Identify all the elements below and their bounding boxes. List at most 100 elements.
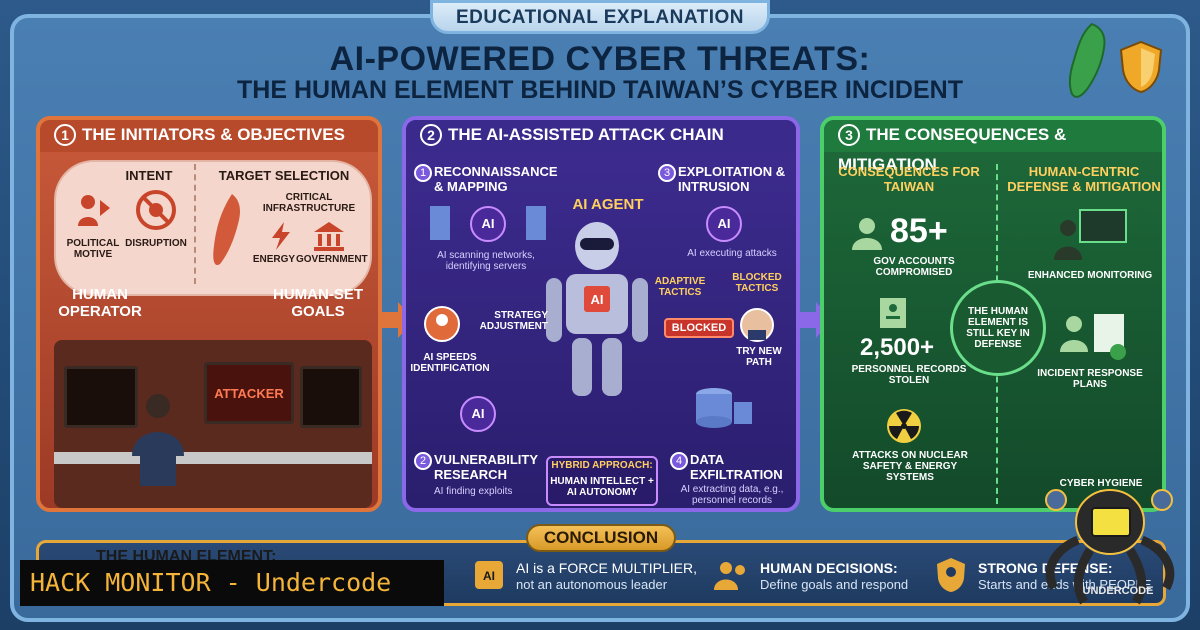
octopus-logo-icon: UNDERCODE	[1045, 489, 1175, 605]
disruption-label: DISRUPTION	[125, 238, 187, 249]
blocked-badge: BLOCKED	[664, 318, 734, 338]
gov-label: GOV ACCOUNTS COMPROMISED	[873, 256, 955, 278]
records-label: PERSONNEL RECORDS STOLEN	[851, 364, 967, 386]
records-icon	[880, 298, 906, 328]
operator-figure-icon	[132, 394, 184, 486]
enhanced-monitoring-label: ENHANCED MONITORING	[1027, 270, 1153, 281]
panel-attack-chain: 2 THE AI-ASSISTED ATTACK CHAIN 1 RECONNAI…	[402, 116, 800, 512]
panel2-header: 2 THE AI-ASSISTED ATTACK CHAIN	[406, 120, 796, 152]
hybrid-title: HYBRID APPROACH:	[551, 460, 653, 471]
conclusion-item1-desc: not an autonomous leader	[516, 577, 668, 592]
response-plan-icon	[1060, 314, 1126, 360]
hybrid-box	[546, 456, 658, 506]
educational-tag: EDUCATIONAL EXPLANATION	[430, 0, 770, 34]
strategy-adjustment-label: STRATEGY ADJUSTMENT	[479, 310, 548, 332]
thought-cloud	[54, 160, 372, 296]
panel1-number: 1	[54, 124, 76, 146]
ai-node-recon: AI	[470, 206, 506, 242]
panel2-number: 2	[420, 124, 442, 146]
officer-icon	[852, 218, 882, 250]
human-set-goals-label: HUMAN-SET GOALS	[273, 286, 363, 320]
conclusion-item3-desc: Starts and ends with PEOPLE	[978, 577, 1152, 592]
defense-title: HUMAN-CENTRIC DEFENSE & MITIGATION	[1007, 164, 1161, 194]
taiwan-target-icon	[213, 194, 240, 266]
ai-chip-icon: AI	[475, 561, 503, 589]
subtitle: THE HUMAN ELEMENT BEHIND TAIWAN’S CYBER …	[237, 76, 963, 104]
center-circle	[950, 280, 1046, 376]
step4-title: DATA EXFILTRATION	[690, 452, 783, 482]
adaptive-tactics-label: ADAPTIVE TACTICS	[654, 276, 706, 298]
desk	[54, 452, 372, 464]
panel-initiators: 1 THE INITIATORS & OBJECTIVES INTENT POLI…	[36, 116, 382, 512]
incident-response-label: INCIDENT RESPONSE PLANS	[1037, 368, 1143, 390]
panel1-header: 1 THE INITIATORS & OBJECTIVES	[40, 120, 378, 152]
try-new-path-label: TRY NEW PATH	[736, 346, 782, 368]
step3-title: EXPLOITATION & INTRUSION	[678, 164, 786, 194]
robot-icon: AI	[546, 222, 648, 396]
step2-title: VULNERABILITY RESEARCH	[434, 452, 538, 482]
panel3-number: 3	[838, 124, 860, 146]
conclusion-item1-title: AI is a FORCE MULTIPLIER,	[516, 560, 697, 576]
step4-desc: AI extracting data, e.g., personnel reco…	[680, 484, 784, 506]
energy-icon	[272, 222, 290, 250]
step1-title: RECONNAISSANCE & MAPPING	[434, 164, 558, 194]
intent-label: INTENT	[125, 168, 173, 183]
database-icon	[696, 388, 752, 428]
svg-text:AI: AI	[483, 569, 495, 583]
taiwan-map-icon	[1068, 22, 1106, 98]
panel1-title: THE INITIATORS & OBJECTIVES	[82, 125, 345, 144]
conclusion-item2-desc: Define goals and respond	[760, 577, 909, 592]
monitor-left	[64, 366, 138, 428]
panel2-title: THE AI-ASSISTED ATTACK CHAIN	[448, 125, 724, 144]
shield-icon	[1119, 40, 1163, 94]
government-icon	[314, 222, 344, 251]
records-count: 2,500+	[860, 334, 935, 361]
step3-desc: AI executing attacks	[687, 248, 777, 259]
attacks-label: ATTACKS ON NUCLEAR SAFETY & ENERGY SYSTE…	[852, 450, 968, 483]
main-title: AI-POWERED CYBER THREATS:	[329, 40, 871, 78]
consequences-title: CONSEQUENCES FOR TAIWAN	[838, 164, 980, 194]
attacker-screen-label: ATTACKER	[214, 386, 284, 401]
critical-infrastructure-label: CRITICAL INFRASTRUCTURE	[262, 192, 356, 214]
panel3-title: THE CONSEQUENCES & MITIGATION	[838, 125, 1067, 174]
center-text: THE HUMAN ELEMENT IS STILL KEY IN DEFENS…	[966, 306, 1030, 350]
conclusion-tag: CONCLUSION	[526, 524, 676, 552]
monitor-attacker	[204, 362, 294, 424]
government-label: GOVERNMENT	[296, 254, 368, 265]
monitor-right	[300, 366, 362, 428]
gov-count: 85+	[890, 212, 948, 250]
political-motive-label: POLITICAL MOTIVE	[66, 238, 120, 260]
human-operator-label: HUMAN OPERATOR	[58, 286, 142, 320]
hack-monitor-watermark: HACK MONITOR - Undercode	[20, 560, 444, 606]
analyst-avatar-icon	[424, 306, 460, 342]
step1-number: 1	[414, 164, 432, 182]
energy-label: ENERGY	[252, 254, 296, 265]
defense-shield-icon	[937, 558, 965, 592]
hybrid-desc: HUMAN INTELLECT + AI AUTONOMY	[550, 476, 654, 498]
conclusion-item2-title: HUMAN DECISIONS:	[760, 560, 898, 576]
step2-number: 2	[414, 452, 432, 470]
octopus-logo-text: UNDERCODE	[1083, 585, 1154, 597]
political-motive-icon	[78, 195, 110, 226]
step1-desc: AI scanning networks, identifying server…	[437, 250, 535, 272]
monitoring-icon	[1054, 209, 1127, 260]
blocked-tactics-label: BLOCKED TACTICS	[732, 272, 782, 294]
target-selection-label: TARGET SELECTION	[218, 168, 350, 183]
ai-node-vuln: AI	[460, 396, 496, 432]
step2-desc: AI finding exploits	[434, 486, 513, 497]
cloud-divider	[194, 164, 196, 284]
operator-scene: ATTACKER	[54, 340, 372, 508]
step3-number: 3	[658, 164, 676, 182]
server-icon	[430, 206, 546, 240]
defender-avatar-icon	[740, 308, 774, 342]
step4-number: 4	[670, 452, 688, 470]
svg-text:AI: AI	[591, 292, 604, 307]
ai-speeds-label: AI SPEEDS IDENTIFICATION	[410, 352, 490, 374]
disruption-icon	[136, 190, 176, 230]
ai-agent-label: AI AGENT	[572, 196, 644, 213]
people-icon	[714, 562, 745, 590]
radiation-icon	[887, 409, 921, 443]
ai-node-exploit: AI	[706, 206, 742, 242]
